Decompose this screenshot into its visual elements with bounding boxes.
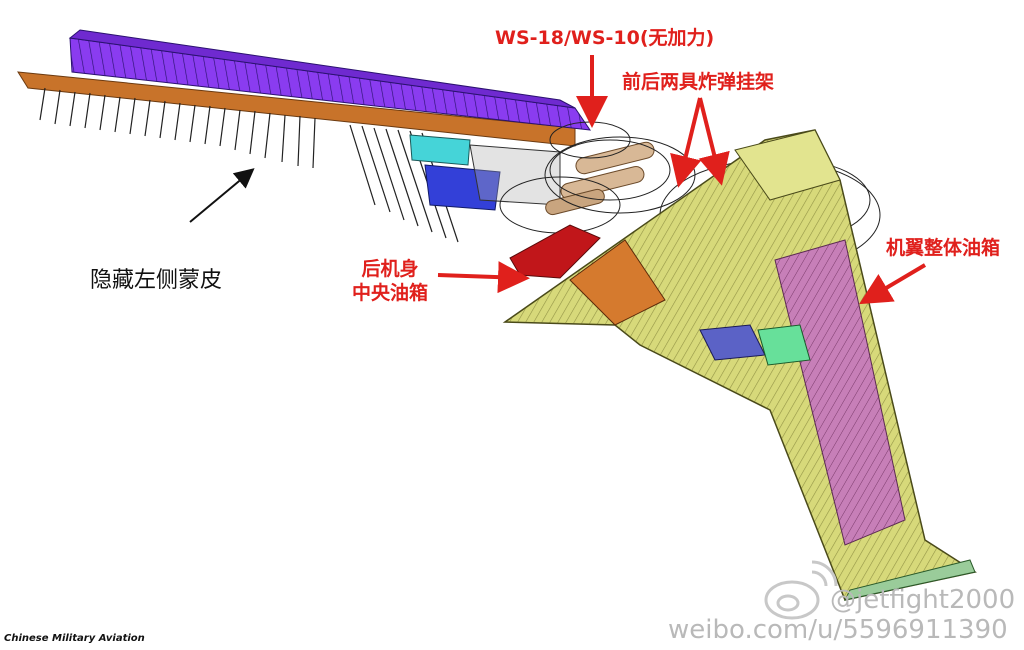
rear-fuselage-label-line2: 中央油箱 [351,282,428,304]
rear-tank-arrow [437,261,530,294]
bomb-racks-label: 前后两具炸弹挂架 [622,71,775,93]
wing-tank-arrow [859,263,927,305]
source-credit: Chinese Military Aviation [4,633,145,644]
bomb-rack-arrow-1 [670,97,702,188]
engine-nacelles [545,141,655,216]
rear-fuselage-tank [509,224,811,366]
fuselage-spine [17,29,592,147]
hidden-skin-label: 隐藏左侧蒙皮 [90,268,223,293]
annotation-arrows [437,55,927,305]
rear-fuselage-label: 后机身 中央油箱 [345,257,435,305]
hidden-skin-arrow [189,168,255,223]
engine-bay [409,134,561,211]
engine-label: WS-18/WS-10(无加力) [495,27,715,49]
watermark-handle: @jetfight2000 [830,585,1016,615]
watermark-url: weibo.com/u/5596911390 [668,615,1008,645]
bomb-rack-arrow-2 [698,97,730,186]
spine-ribs [39,87,459,243]
weibo-logo [764,560,838,620]
wing-fuel-tank [774,239,906,546]
wing-tank-label: 机翼整体油箱 [886,237,1001,259]
rear-fuselage-label-line1: 后机身 [361,258,419,280]
